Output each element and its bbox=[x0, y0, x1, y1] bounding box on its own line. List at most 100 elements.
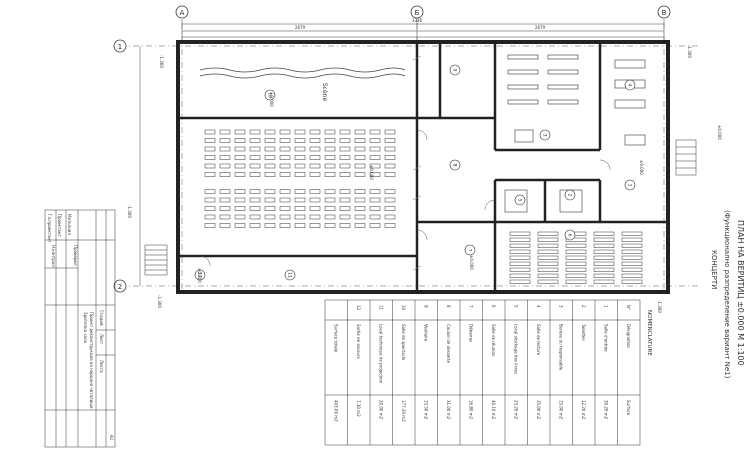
level-10: ±0.000 bbox=[639, 160, 644, 175]
seat bbox=[384, 146, 396, 152]
seat bbox=[324, 146, 336, 152]
meeting-seat bbox=[593, 231, 615, 236]
seat bbox=[204, 214, 216, 220]
schedule-cell: Bureau du responsable bbox=[558, 324, 563, 371]
schedule-cell: 15.50 m2 bbox=[423, 400, 428, 420]
seat bbox=[369, 214, 381, 220]
toilet-fixtures bbox=[504, 54, 583, 213]
seat bbox=[339, 138, 351, 143]
seat bbox=[264, 197, 276, 203]
seat bbox=[324, 163, 336, 169]
seat bbox=[249, 155, 261, 160]
svg-text:A: A bbox=[180, 9, 185, 17]
reading-room-furniture bbox=[614, 59, 646, 146]
schedule-cell: 7.30 m2 bbox=[356, 400, 361, 417]
room-number-circle bbox=[514, 194, 526, 206]
room-number: 12 bbox=[197, 272, 203, 278]
meeting-seat bbox=[565, 237, 587, 242]
seat bbox=[264, 138, 276, 143]
meeting-seat bbox=[509, 243, 531, 248]
seat bbox=[339, 155, 351, 160]
seat bbox=[324, 214, 336, 220]
seat bbox=[294, 146, 306, 152]
stamp-object: Зрителна зала bbox=[83, 312, 88, 344]
schedule-cell: Débarras bbox=[468, 324, 473, 342]
seat bbox=[369, 146, 381, 152]
schedule-cell: 40.10 m2 bbox=[491, 400, 496, 420]
seat bbox=[249, 172, 261, 177]
seat bbox=[354, 155, 366, 160]
schedule-cell: 403.00 m2 bbox=[333, 400, 338, 422]
meeting-seat bbox=[621, 261, 643, 266]
seat bbox=[324, 138, 336, 143]
dimension-lines bbox=[139, 20, 665, 286]
meeting-seat bbox=[621, 249, 643, 254]
schedule-cell: 7 bbox=[468, 305, 473, 308]
seat bbox=[234, 206, 246, 211]
seat bbox=[279, 155, 291, 160]
seat bbox=[384, 138, 396, 143]
seat bbox=[369, 129, 381, 135]
axis-bubble-v: B bbox=[657, 5, 671, 19]
meeting-seat bbox=[621, 243, 643, 248]
level-11: ±0.000 bbox=[717, 125, 722, 140]
meeting-seat bbox=[593, 267, 615, 272]
stamp-role-2: Проектант bbox=[57, 214, 62, 237]
room-number-circle bbox=[449, 64, 461, 76]
schedule-cell: Couloir de desserte bbox=[446, 324, 451, 363]
seat bbox=[384, 189, 396, 194]
seat bbox=[204, 206, 216, 211]
meeting-seat bbox=[593, 273, 615, 278]
stamp-role-4: Проверил bbox=[73, 245, 78, 266]
seat bbox=[294, 129, 306, 135]
schedule-cell: 20.00 m2 bbox=[378, 400, 383, 420]
seat bbox=[219, 189, 231, 194]
meeting-seat bbox=[509, 249, 531, 254]
seat bbox=[384, 129, 396, 135]
meeting-seat bbox=[621, 267, 643, 272]
seat bbox=[309, 163, 321, 169]
seat bbox=[249, 197, 261, 203]
level-5: -1.300 bbox=[657, 300, 662, 313]
level-3: -1.300 bbox=[157, 295, 162, 308]
seat bbox=[279, 146, 291, 152]
meeting-seat bbox=[509, 279, 531, 284]
sheet-title: ПЛАН НА ВЕРИТИЦ ±0.000 М 1:100 (Функцион… bbox=[710, 210, 745, 379]
seat bbox=[234, 214, 246, 220]
stamp-role-3: Изпълнил bbox=[67, 214, 72, 235]
seat bbox=[294, 163, 306, 169]
seat bbox=[294, 206, 306, 211]
schedule-cell: 30.20 m2 bbox=[603, 400, 608, 420]
level-8: ±0.000 bbox=[197, 268, 202, 283]
schedule-cell: Désignation bbox=[626, 324, 631, 348]
seat bbox=[309, 223, 321, 228]
seat bbox=[339, 214, 351, 220]
seat bbox=[279, 189, 291, 194]
meeting-seat bbox=[621, 255, 643, 260]
seat bbox=[279, 138, 291, 143]
meeting-seat bbox=[537, 231, 559, 236]
level-markers: -1.300 -1.300 -1.300 -1.300 -1.300 ±0.00… bbox=[127, 45, 722, 313]
seat bbox=[354, 138, 366, 143]
schedule-cell: 8 bbox=[446, 305, 451, 308]
seat bbox=[354, 206, 366, 211]
meeting-seat bbox=[621, 279, 643, 284]
schedule-cell: 15.00 m2 bbox=[558, 400, 563, 420]
seat bbox=[234, 189, 246, 194]
schedule-cell: 5 bbox=[513, 305, 518, 308]
meeting-seat bbox=[565, 249, 587, 254]
seat bbox=[249, 129, 261, 135]
seat bbox=[354, 146, 366, 152]
axis-bubble-a: A bbox=[175, 5, 189, 19]
schedule-heading: NOMENCLATURE bbox=[646, 310, 652, 356]
seat bbox=[294, 189, 306, 194]
seat bbox=[294, 197, 306, 203]
stamp-col-sheet: Лист bbox=[99, 334, 104, 345]
seat bbox=[234, 223, 246, 228]
schedule-cell: 31.00 m2 bbox=[446, 400, 451, 420]
meeting-seat bbox=[509, 261, 531, 266]
seat bbox=[204, 129, 216, 135]
room-number-circle bbox=[464, 244, 476, 256]
seat bbox=[234, 163, 246, 169]
seat bbox=[219, 197, 231, 203]
